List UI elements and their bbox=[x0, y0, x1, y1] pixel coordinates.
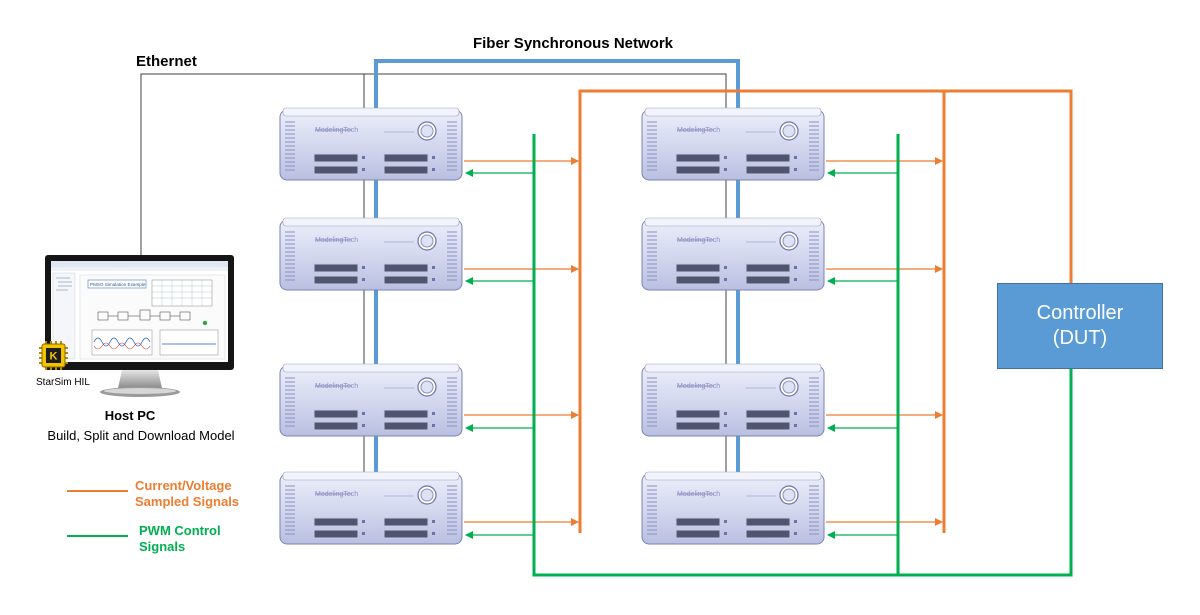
host-pc-monitor: PMSG Simulation Example bbox=[45, 255, 234, 397]
legend-sampled-line2: Sampled Signals bbox=[135, 494, 239, 509]
svg-text:ModelingTech: ModelingTech bbox=[677, 237, 720, 244]
hil-device bbox=[641, 363, 825, 437]
host-pc-subtitle: Build, Split and Download Model bbox=[47, 428, 234, 443]
host-pc-title: Host PC bbox=[105, 408, 156, 423]
svg-text:ModelingTech: ModelingTech bbox=[315, 383, 358, 390]
fiber-network bbox=[374, 59, 740, 472]
svg-text:ModelingTech: ModelingTech bbox=[315, 127, 358, 134]
starsim-chip-icon: K bbox=[39, 341, 68, 370]
svg-text:ModelingTech: ModelingTech bbox=[315, 237, 358, 244]
starsim-label: StarSim HIL bbox=[36, 377, 90, 388]
svg-text:ModelingTech: ModelingTech bbox=[677, 491, 720, 498]
legend-pwm-line1: PWM Control bbox=[139, 523, 221, 538]
svg-text:K: K bbox=[50, 351, 58, 363]
fiber-network-label: Fiber Synchronous Network bbox=[473, 35, 674, 52]
legend-pwm-line2: Signals bbox=[139, 539, 185, 554]
hil-device bbox=[279, 471, 463, 545]
ethernet-label: Ethernet bbox=[136, 53, 197, 70]
sampled-signal-bus bbox=[578, 89, 1073, 533]
hil-device bbox=[641, 471, 825, 545]
hil-device bbox=[279, 107, 463, 181]
hil-device bbox=[279, 217, 463, 291]
hil-device bbox=[279, 363, 463, 437]
controller-dut-box: Controller (DUT) bbox=[997, 283, 1163, 369]
svg-text:PMSG Simulation Example: PMSG Simulation Example bbox=[90, 282, 146, 287]
pwm-signal-arrows bbox=[465, 169, 898, 539]
sampled-signal-arrows bbox=[464, 157, 943, 526]
svg-text:ModelingTech: ModelingTech bbox=[315, 491, 358, 498]
legend-sampled-line1: Current/Voltage bbox=[135, 478, 232, 493]
dut-label: (DUT) bbox=[1052, 327, 1108, 349]
svg-text:ModelingTech: ModelingTech bbox=[677, 383, 720, 390]
pwm-signal-bus bbox=[532, 134, 1073, 577]
device-grid bbox=[279, 107, 825, 545]
device-brand-labels: ModelingTech ModelingTech ModelingTech M… bbox=[315, 127, 720, 498]
hil-device bbox=[641, 217, 825, 291]
legend: Current/Voltage Sampled Signals PWM Cont… bbox=[67, 478, 239, 554]
hil-device bbox=[641, 107, 825, 181]
controller-label: Controller bbox=[1036, 302, 1124, 324]
svg-text:ModelingTech: ModelingTech bbox=[677, 127, 720, 134]
